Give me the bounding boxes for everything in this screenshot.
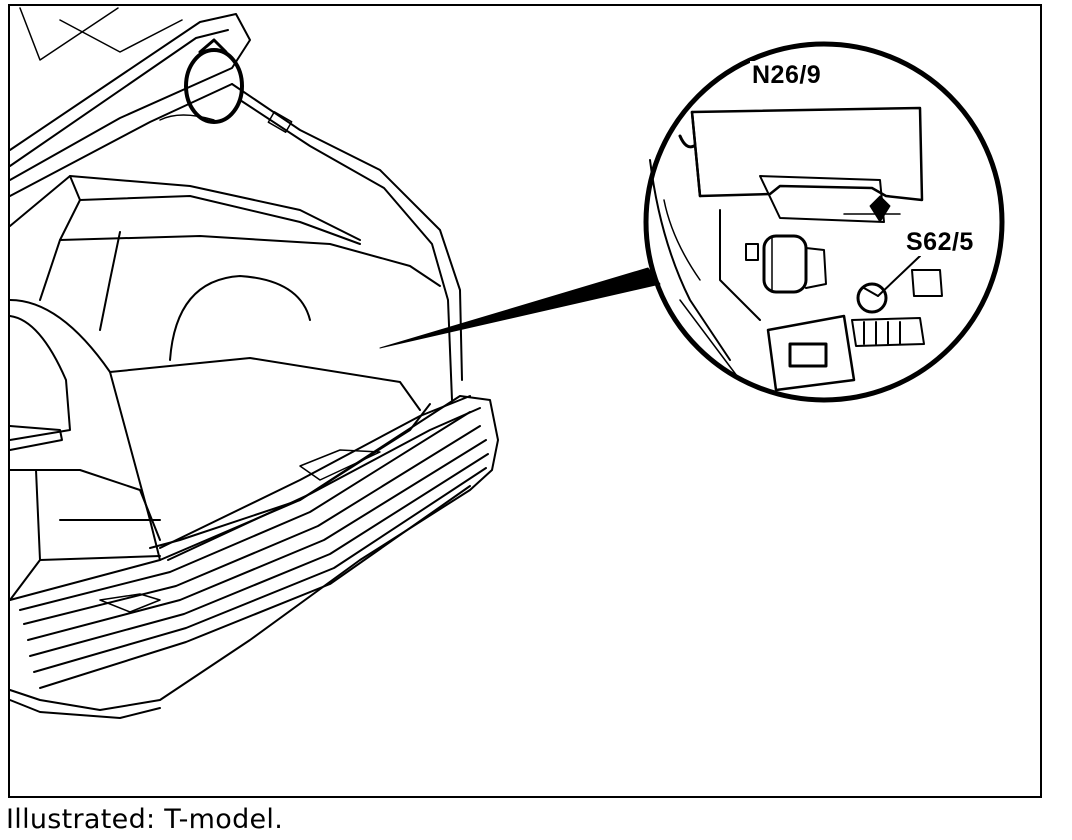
label-n26-9: N26/9 [750, 61, 824, 89]
figure-frame [8, 4, 1042, 798]
car-rear-drawing [9, 7, 499, 719]
callout-pointer [379, 267, 661, 349]
figure-caption: Illustrated: T-model. [6, 804, 284, 835]
label-s62-5: S62/5 [904, 228, 976, 256]
detail-magnifier [643, 41, 1005, 403]
